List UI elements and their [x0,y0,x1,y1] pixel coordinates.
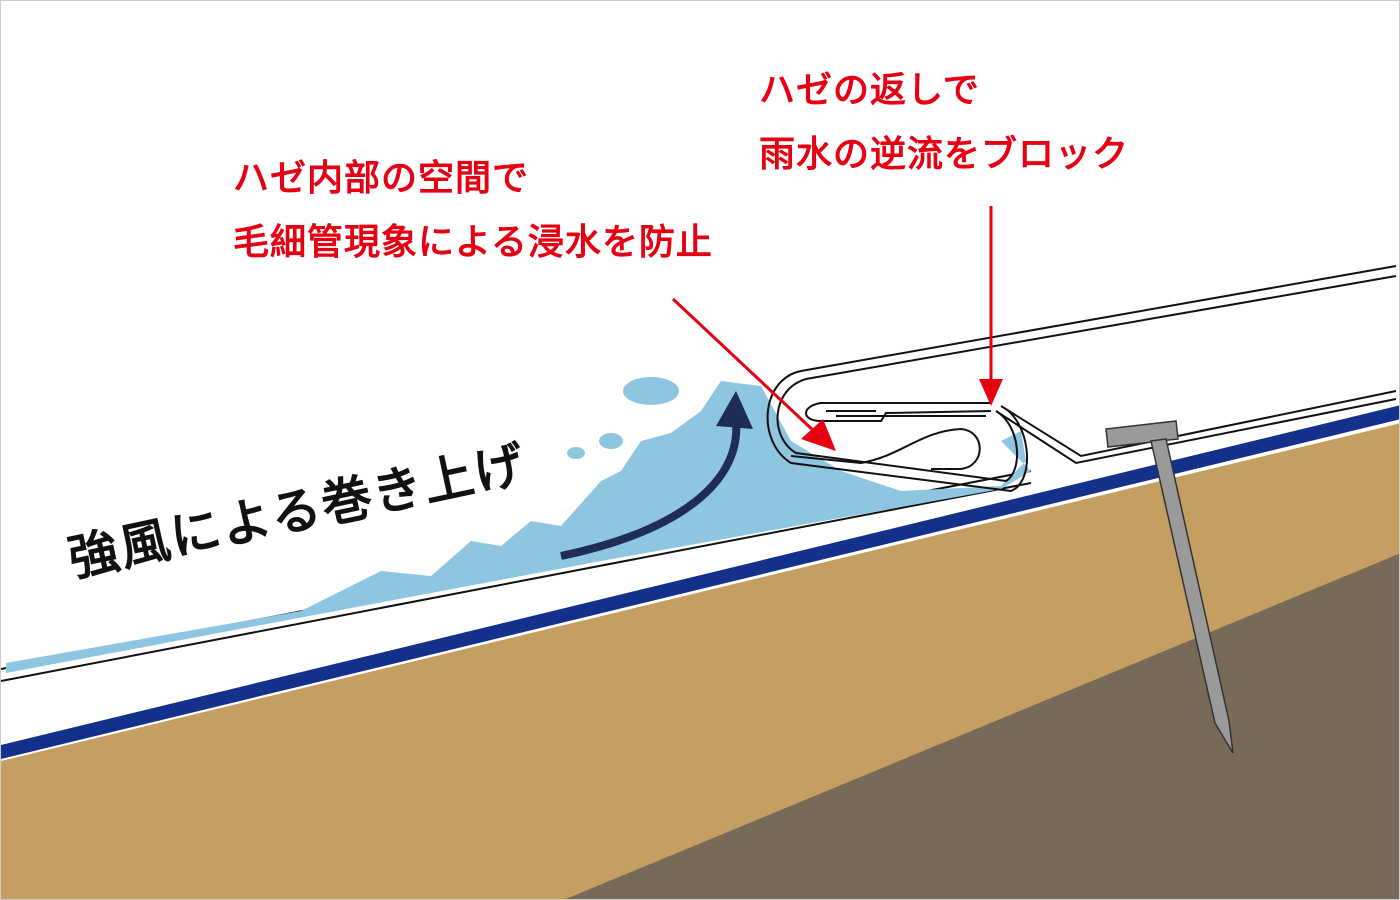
return-annotation: ハゼの返しで 雨水の逆流をブロック [759,59,1129,187]
return-line-2: 雨水の逆流をブロック [759,134,1130,175]
rafter [565,553,1399,899]
wind-arrow [560,420,741,560]
capillary-line-2: 毛細管現象による浸水を防止 [233,222,713,263]
nail [1105,420,1234,754]
water-droplet [599,433,623,449]
water-splash [6,381,1031,673]
water-droplet [567,447,585,459]
water-droplet [639,443,659,455]
standing-seam [766,265,1397,493]
underlayment-line [1,405,1399,759]
water-droplet [623,377,679,405]
return-arrow [979,206,1003,406]
capillary-arrow [671,297,836,451]
capillary-line-1: ハゼ内部の空間で [233,158,530,199]
wind-arrow-head [716,391,753,429]
return-line-1: ハゼの返しで [759,70,980,111]
capillary-annotation: ハゼ内部の空間で 毛細管現象による浸水を防止 [233,147,713,275]
